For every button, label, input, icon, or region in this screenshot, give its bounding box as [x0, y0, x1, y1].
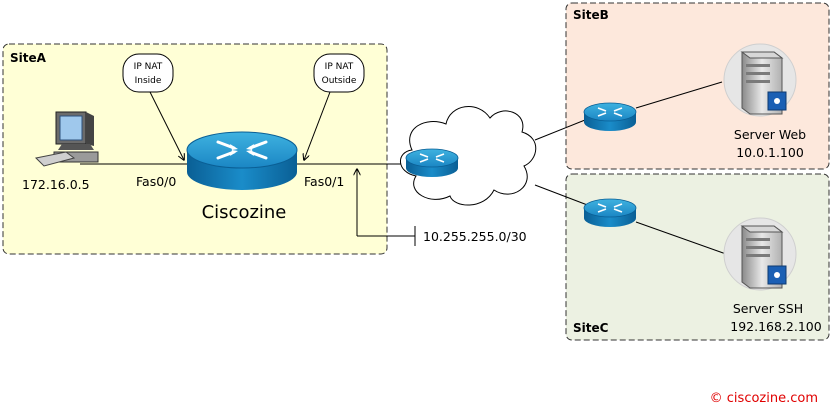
site-c-label: SiteC	[573, 321, 609, 335]
nat-inside-bubble: IP NAT Inside	[122, 53, 174, 93]
ssh-server-icon[interactable]	[723, 217, 797, 291]
web-server-ip: 10.0.1.100	[736, 145, 804, 160]
link-sitec-ssh	[635, 221, 727, 255]
ssh-server-name: Server SSH	[733, 301, 803, 316]
copyright-text: © ciscozine.com	[710, 391, 818, 406]
link-cloud-siteb	[534, 117, 591, 141]
svg-text:IP NAT: IP NAT	[325, 62, 354, 72]
isp-router-icon[interactable]	[405, 148, 459, 177]
pc-icon[interactable]	[34, 111, 99, 167]
link-siteb-web	[635, 81, 723, 109]
nat-inside-pointer	[149, 91, 184, 160]
sitec-router-icon[interactable]	[583, 198, 637, 227]
web-server-name: Server Web	[734, 127, 806, 142]
web-server-icon[interactable]	[723, 43, 797, 117]
pc-ip: 172.16.0.5	[22, 177, 90, 192]
svg-text:Inside: Inside	[135, 76, 162, 86]
site-a-label: SiteA	[10, 51, 47, 65]
link-cloud-sitec	[534, 184, 591, 207]
nat-outside-pointer	[304, 91, 331, 160]
router-if-out: Fas0/1	[304, 174, 344, 189]
subnet-arrow	[357, 169, 416, 246]
router-name: Ciscozine	[202, 202, 287, 223]
siteb-router-icon[interactable]	[583, 102, 637, 131]
subnet-label: 10.255.255.0/30	[423, 229, 527, 244]
router-if-in: Fas0/0	[136, 174, 176, 189]
site-b-label: SiteB	[573, 8, 609, 22]
router-icon[interactable]	[186, 131, 298, 190]
internet-cloud-icon	[400, 106, 537, 206]
ssh-server-ip: 192.168.2.100	[730, 319, 821, 334]
svg-text:Outside: Outside	[322, 76, 357, 86]
svg-text:IP NAT: IP NAT	[134, 62, 163, 72]
nat-outside-bubble: IP NAT Outside	[313, 53, 365, 93]
